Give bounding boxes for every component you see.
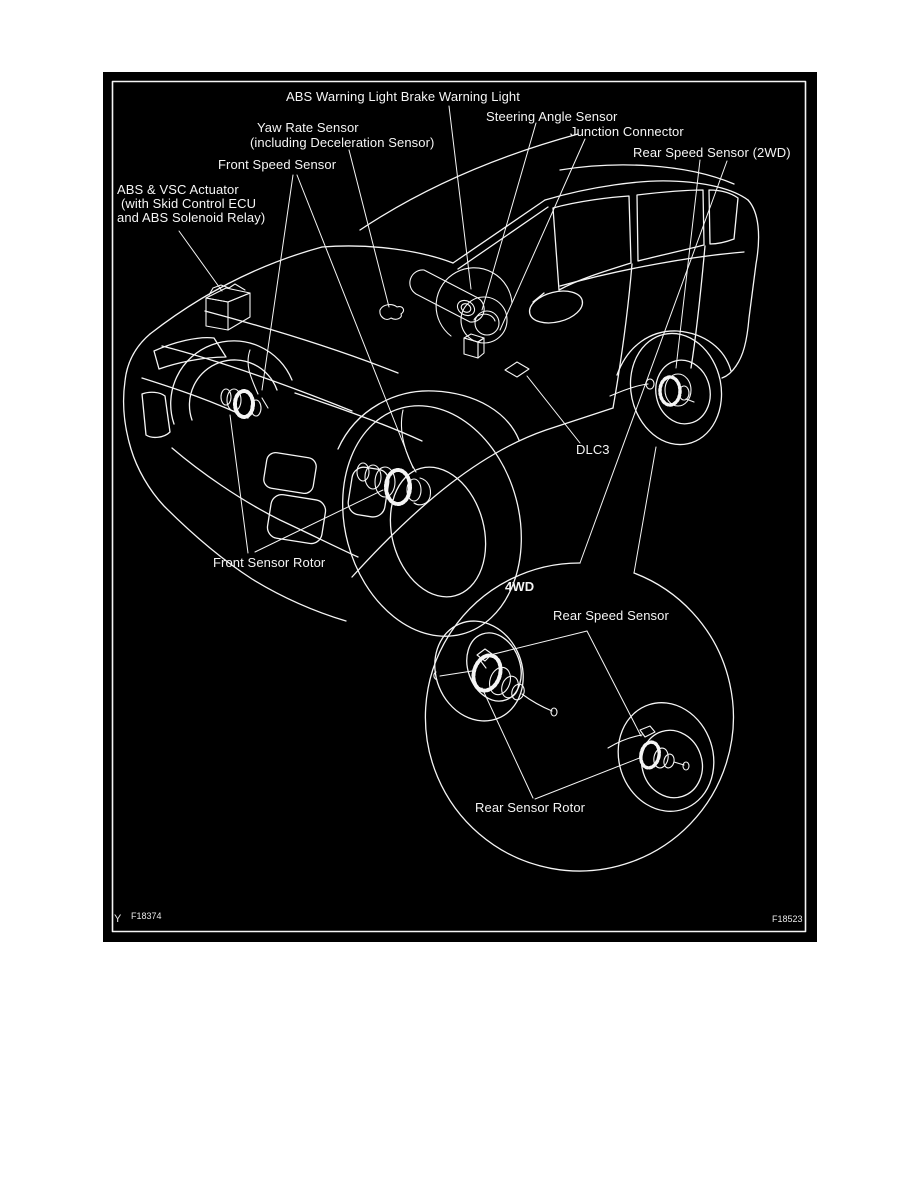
leader-yaw-rate-sensor [348, 149, 390, 308]
sensor-wire [439, 670, 473, 677]
sensor-wire [400, 409, 417, 473]
leader-junction-connector [499, 138, 586, 331]
leader-front-speed-sensor-left [261, 174, 294, 391]
tire [617, 702, 715, 812]
front-right-sensor-rotor [356, 409, 432, 506]
hood-crease-1 [204, 310, 399, 374]
junction-connector-component [463, 333, 485, 359]
rocker-line [351, 407, 614, 578]
bumper-end-cap [141, 391, 171, 439]
hood-left-edge [149, 246, 323, 335]
bumper-lower-crease [171, 447, 359, 558]
leader-front-sensor-rotor-left [229, 414, 249, 554]
fog-cutout-lower [266, 493, 327, 545]
quarter-window [708, 189, 739, 245]
rear-edge [735, 199, 760, 367]
label-yaw-rate-sensor-line1: Yaw Rate Sensor [257, 120, 359, 135]
label-dlc3: DLC3 [576, 442, 610, 457]
leader-inset-rear-speed-sensor-left [489, 630, 588, 656]
front-door-window [552, 195, 632, 291]
leader-steering-angle-sensor [481, 122, 537, 311]
leader-abs-warning-light [448, 105, 472, 290]
beltline [559, 251, 745, 287]
figure-code-right: F18523 [772, 914, 803, 924]
wheel-opening [466, 632, 522, 702]
figure-inner-border [111, 80, 807, 933]
leader-inset-rear-speed-sensor-right [586, 630, 642, 737]
front-left-sensor-rotor [220, 349, 269, 419]
rear-door-edge [690, 245, 706, 369]
mirror-stem [532, 292, 545, 303]
tire [434, 620, 524, 722]
wheel-arch [337, 390, 520, 450]
vehicle-body-outline [123, 133, 760, 622]
rear-right-sensor-rotor [607, 725, 690, 771]
sensor-body [639, 725, 656, 738]
label-yaw-rate-sensor-line2: (including Deceleration Sensor) [250, 135, 435, 150]
inset-4wd-callout [424, 562, 735, 872]
label-abs-vsc-actuator-line2: (with Skid Control ECU [121, 196, 257, 211]
label-abs-brake-warning-light: ABS Warning Light Brake Warning Light [286, 89, 520, 104]
tire [629, 332, 723, 446]
leader-rear-speed-sensor-2wd-a [675, 159, 701, 369]
inset-rear-right-wheel [607, 702, 715, 812]
axle [521, 693, 553, 712]
callout-wedge-line [633, 446, 657, 574]
leader-lines [178, 105, 728, 574]
figure-background [103, 72, 817, 942]
headlight [153, 336, 227, 370]
figure-mark-y: Y [114, 913, 122, 925]
knuckle [413, 477, 432, 506]
hood-crease-2 [161, 345, 353, 412]
leader-rear-speed-sensor-2wd-b [579, 160, 728, 564]
leader-dlc3 [526, 375, 581, 444]
wheel-opening [640, 729, 704, 799]
front-left-wheel [170, 340, 293, 425]
actuator-connector [208, 283, 246, 296]
label-steering-angle-sensor: Steering Angle Sensor [486, 109, 618, 124]
leader-abs-vsc-actuator [178, 230, 223, 292]
tire [342, 405, 522, 637]
leader-inset-rear-sensor-rotor-right [534, 756, 643, 800]
front-door-edge [612, 263, 633, 409]
front-bumper-outline [123, 333, 347, 622]
abs-vsc-actuator-component [205, 283, 251, 331]
wheel-arch [616, 330, 732, 376]
antenna [359, 133, 579, 231]
rear-lower [721, 365, 737, 379]
yaw-rate-sensor-component [379, 304, 405, 320]
wheel-arch [170, 340, 293, 425]
figure-code-left: F18374 [131, 911, 162, 921]
dlc3-connector-component [504, 361, 530, 378]
label-inset-4wd: 4WD [505, 579, 535, 594]
label-inset-rear-speed-sensor: Rear Speed Sensor [553, 608, 669, 623]
label-junction-connector: Junction Connector [570, 124, 684, 139]
steering-angle-sensor-body [474, 310, 500, 336]
leader-front-sensor-rotor-right [254, 489, 384, 553]
leader-inset-rear-sensor-rotor-left [481, 687, 534, 799]
label-rear-speed-sensor-2wd: Rear Speed Sensor (2WD) [633, 145, 791, 160]
wheel-opening [389, 466, 487, 598]
label-front-sensor-rotor: Front Sensor Rotor [213, 555, 326, 570]
sensor-wire [607, 734, 643, 749]
sensor-wire [247, 349, 259, 395]
label-abs-vsc-actuator-line1: ABS & VSC Actuator [117, 182, 239, 197]
cowl-line [321, 245, 454, 264]
rear-door-window [636, 189, 705, 262]
label-inset-rear-sensor-rotor: Rear Sensor Rotor [475, 800, 586, 815]
inset-leader-lines [481, 630, 643, 800]
roof-rail [559, 164, 735, 185]
roof-line [544, 180, 749, 201]
side-mirror [528, 290, 584, 324]
axle [673, 761, 685, 766]
label-front-speed-sensor: Front Speed Sensor [218, 157, 337, 172]
wheel-arch-inner [188, 359, 278, 421]
a-pillar [452, 199, 546, 264]
fog-cutout-upper [263, 451, 317, 495]
leader-front-speed-sensor-right [296, 174, 414, 469]
label-abs-vsc-actuator-line3: and ABS Solenoid Relay) [117, 210, 266, 225]
front-right-wheel [337, 390, 522, 637]
